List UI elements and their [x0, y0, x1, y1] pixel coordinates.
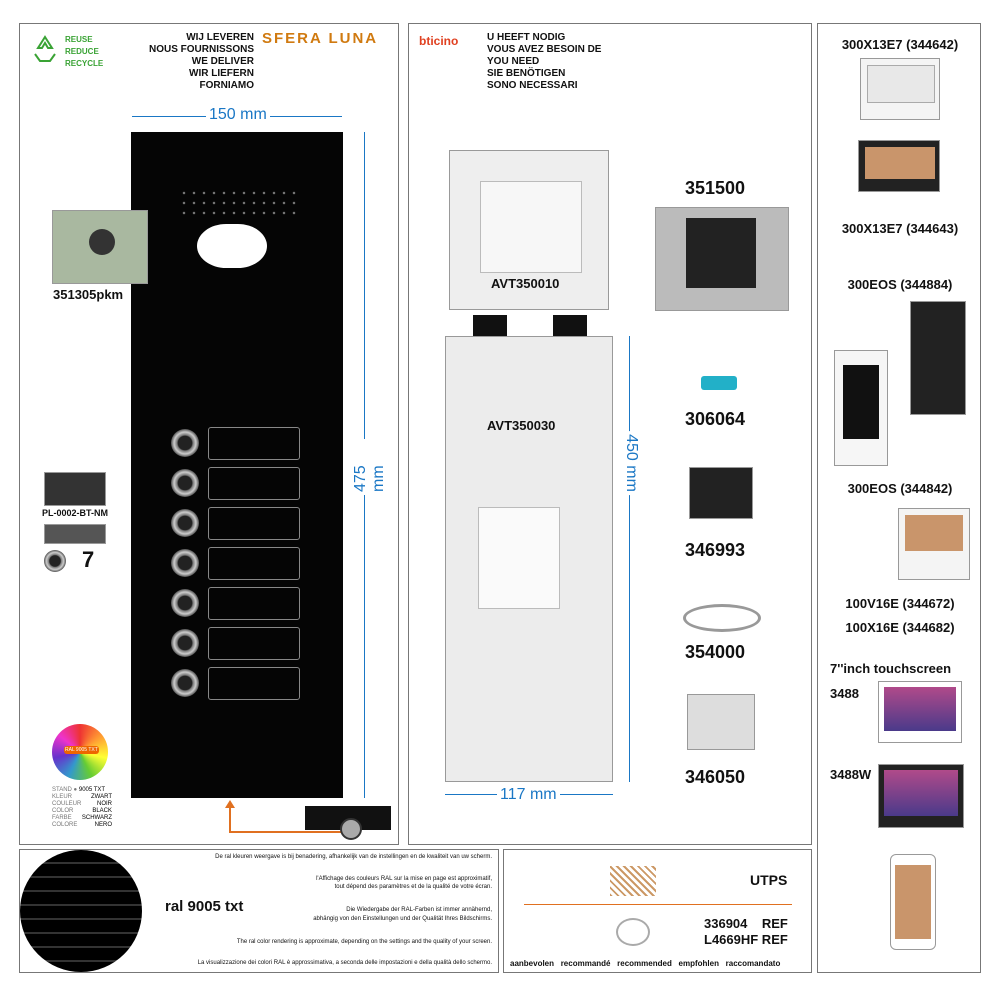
- monitor-label-5: 100V16E (344672): [845, 596, 955, 611]
- bottom-left-panel: ral 9005 txt De ral kleuren weergave is …: [19, 849, 499, 973]
- monitor-image-3: [910, 301, 966, 415]
- ral-color-fan: RAL 9005 TXT: [52, 724, 108, 780]
- touchscreen-label: 7''inch touchscreen: [830, 661, 952, 676]
- module-code: 351305pkm: [53, 287, 124, 302]
- pl-code: PL-0002-BT-NM: [42, 508, 109, 518]
- door-panel: [131, 132, 343, 798]
- call-button-2[interactable]: [171, 469, 199, 497]
- ral-label: ral 9005 txt: [165, 898, 244, 915]
- button-count: 7: [82, 547, 95, 572]
- deliver-text: WIJ LEVEREN NOUS FOURNISSONS WE DELIVER …: [148, 32, 254, 91]
- touchscreen-code-2: 3488W: [830, 767, 872, 782]
- box-connector: [473, 315, 507, 339]
- part-code-346993: 346993: [685, 540, 746, 560]
- speaker-grille: [179, 188, 299, 218]
- recycle-icon: [30, 34, 60, 64]
- brand-logo: SFERA LUNA: [262, 30, 379, 47]
- call-button-6[interactable]: [171, 629, 199, 657]
- name-label-5: [208, 587, 300, 620]
- name-label-2: [208, 467, 300, 500]
- wire-coil-image: [616, 918, 650, 946]
- arrow-indicator: [225, 800, 345, 833]
- ral-badge: RAL 9005 TXT: [64, 746, 99, 754]
- part-code-354000: 354000: [685, 642, 746, 662]
- call-button-5[interactable]: [171, 589, 199, 617]
- color-table: STAND ● 9005 TXT KLEUR ZWART COULEUR NOI…: [52, 787, 112, 828]
- ral-note-4: Die Wiedergabe der RAL-Farben ist immer …: [346, 907, 492, 913]
- bticino-logo: bticino: [419, 34, 459, 48]
- call-button-7[interactable]: [171, 669, 199, 697]
- monitor-image-4: [834, 350, 888, 466]
- monitor-label-3: 300EOS (344884): [847, 277, 953, 292]
- part-code-346050: 346050: [685, 767, 746, 787]
- ral-sample-knob: [20, 850, 142, 972]
- box-height-dim-text: 450 mm: [621, 431, 640, 495]
- box1-code: AVT350010: [491, 276, 560, 291]
- box-connector-2: [553, 315, 587, 339]
- middle-panel: bticino U HEEFT NODIG VOUS AVEZ BESOIN D…: [408, 23, 812, 845]
- call-button-1[interactable]: [171, 429, 199, 457]
- box2-code: AVT350030: [487, 418, 556, 433]
- monitor-label-2: 300X13E7 (344643): [841, 221, 959, 236]
- ral-note-2: l'Affichage des couleurs RAL sur la mise…: [316, 876, 492, 882]
- recycle-text: REUSE REDUCE RECYCLE: [65, 35, 104, 68]
- ral-note-7: La visualizzazione dei colori RAL è appr…: [197, 960, 492, 966]
- touchscreen-image-2: [878, 764, 964, 828]
- call-button-3[interactable]: [171, 509, 199, 537]
- name-label-7: [208, 667, 300, 700]
- call-button-4[interactable]: [171, 549, 199, 577]
- utps-label: UTPS: [750, 872, 788, 888]
- need-text: U HEEFT NODIG VOUS AVEZ BESOIN DE YOU NE…: [487, 32, 602, 91]
- left-panel: REUSE REDUCE RECYCLE WIJ LEVEREN NOUS FO…: [19, 23, 399, 845]
- name-label-4: [208, 547, 300, 580]
- name-label-6: [208, 627, 300, 660]
- bottom-mid-panel: UTPS 336904 REF L4669HF REF aanbevolen r…: [503, 849, 812, 973]
- name-label-3: [208, 507, 300, 540]
- screw-icon: [340, 818, 362, 840]
- camera-window: [197, 224, 267, 268]
- part-code-306064: 306064: [685, 409, 746, 429]
- power-supply-image: [687, 694, 755, 750]
- width-dim-text: 150 mm: [206, 106, 270, 124]
- ral-note-1: De ral kleuren weergave is bij benaderin…: [215, 854, 492, 860]
- pl-tag-image-2: [44, 524, 106, 544]
- cable-image: [683, 604, 761, 632]
- button-sample: [44, 550, 66, 572]
- ral-note-3: tout dépend des paramètres et de la qual…: [334, 884, 492, 890]
- name-label-1: [208, 427, 300, 460]
- box-width-dim-text: 117 mm: [497, 786, 560, 804]
- monitor-label-1: 300X13E7 (344642): [841, 37, 959, 52]
- part-code-351500: 351500: [685, 178, 746, 198]
- touchscreen-image-1: [878, 681, 962, 743]
- monitor-image-1: [860, 58, 940, 120]
- interface-module-image: [689, 467, 753, 519]
- utp-cable-image: [610, 866, 656, 896]
- flush-box-frame-image: [449, 150, 609, 310]
- pl-tag-image: [44, 472, 106, 506]
- flush-box-image: [445, 336, 613, 782]
- jumper-image: [701, 376, 737, 390]
- divider-line: [524, 904, 792, 905]
- monitor-label-6: 100X16E (344682): [845, 620, 955, 635]
- ref-line-2: L4669HF REF: [704, 932, 788, 947]
- ref-line-1: 336904 REF: [704, 916, 788, 931]
- ral-note-6: The ral color rendering is approximate, …: [236, 939, 492, 945]
- smartphone-image: [890, 854, 936, 950]
- monitor-image-5: [898, 508, 970, 580]
- camera-module-image: [655, 207, 789, 311]
- touchscreen-code-1: 3488: [830, 686, 859, 701]
- box-height-dim-line: [629, 336, 630, 782]
- audio-module-image: [52, 210, 148, 284]
- height-dim-text: 475 mm: [352, 439, 388, 495]
- recommend-row: aanbevolen recommandé recommended empfoh…: [510, 959, 781, 968]
- monitor-label-4: 300EOS (344842): [847, 481, 953, 496]
- ral-note-5: abhängig von den Einstellungen und der Q…: [313, 916, 492, 922]
- right-panel: 300X13E7 (344642) 300X13E7 (344643) 300E…: [817, 23, 981, 973]
- monitor-image-2: [858, 140, 940, 192]
